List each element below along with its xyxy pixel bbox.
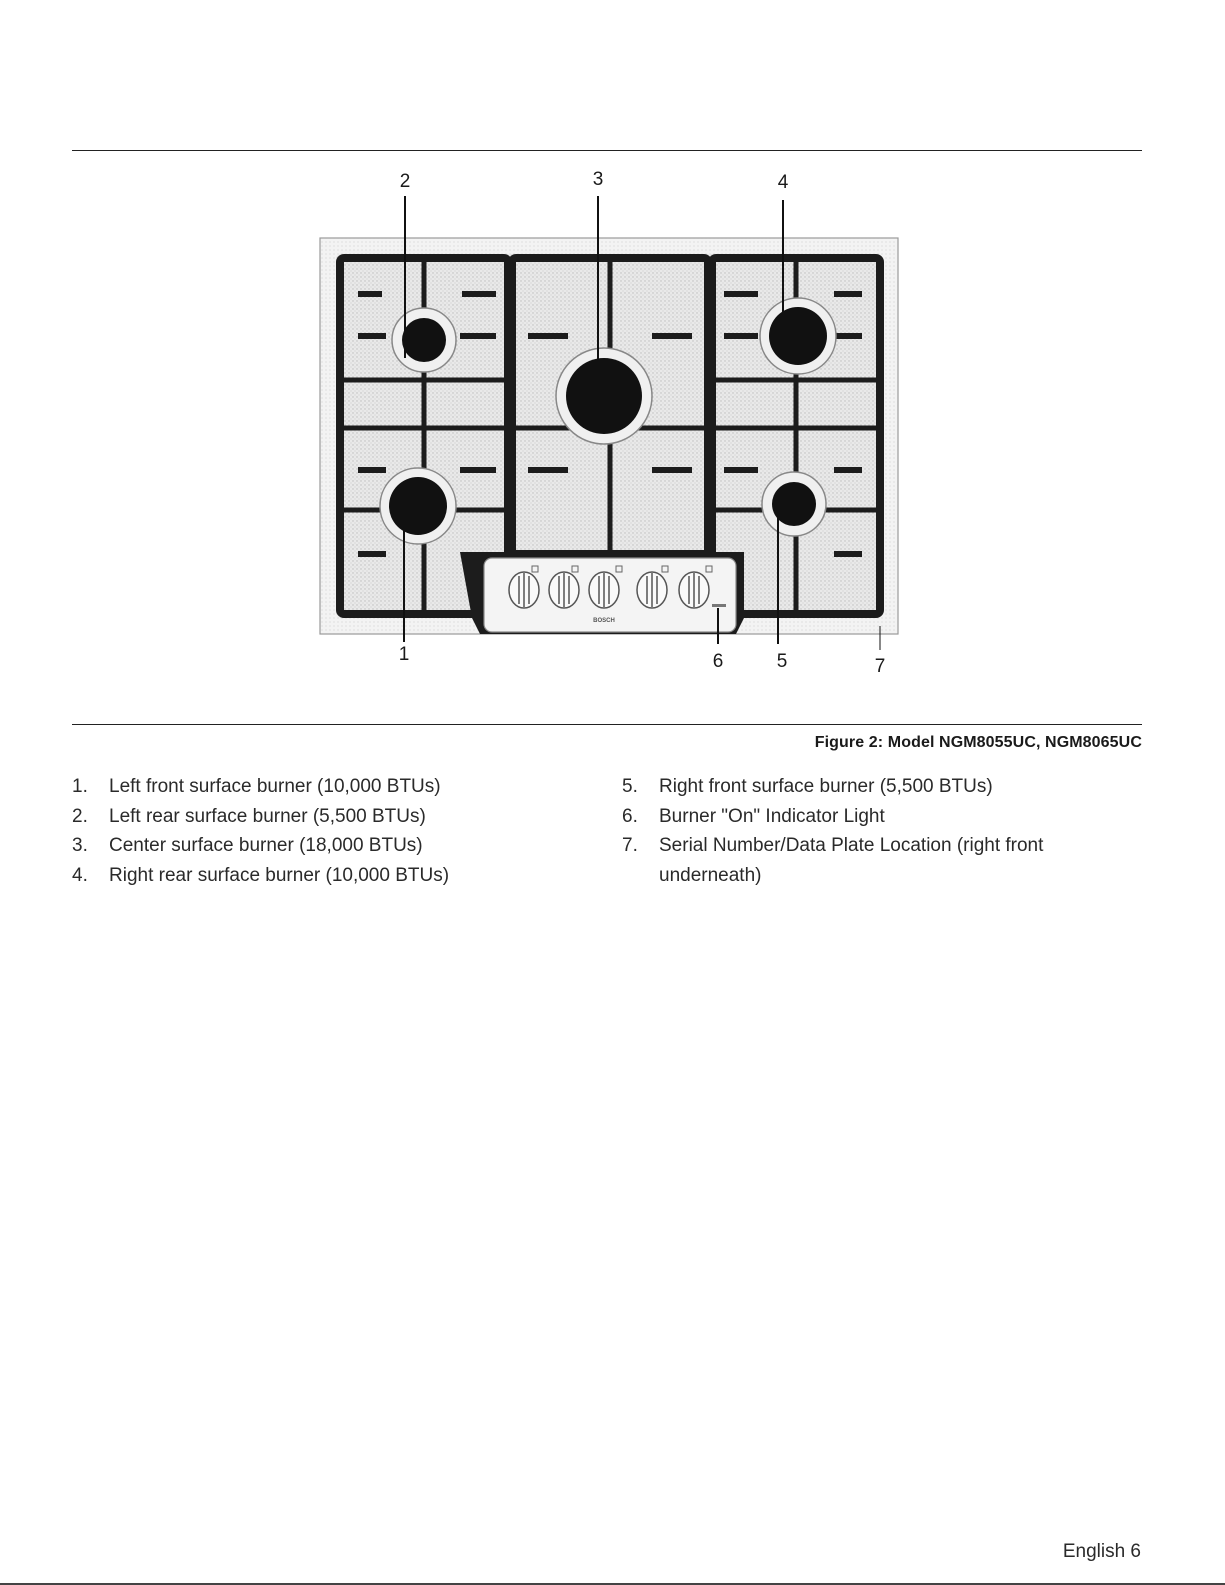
legend-item: 3. Center surface burner (18,000 BTUs)	[72, 831, 592, 861]
legend-item: 6. Burner "On" Indicator Light	[622, 802, 1102, 832]
callout-3: 3	[593, 169, 604, 190]
callout-1: 1	[399, 644, 410, 665]
knob-indicator-icons	[531, 565, 713, 573]
legend-number: 5.	[622, 776, 638, 797]
legend-number: 1.	[72, 776, 88, 797]
on-indicator-light	[712, 604, 726, 607]
legend-item: 5. Right front surface burner (5,500 BTU…	[622, 772, 1102, 802]
legend-item: 7. Serial Number/Data Plate Location (ri…	[622, 831, 1102, 890]
control-knob-3	[588, 571, 620, 609]
page-footer-label: English 6	[1062, 1541, 1141, 1562]
top-rule	[72, 150, 1142, 151]
burner-right-rear	[759, 297, 837, 375]
callout-6: 6	[713, 651, 724, 672]
legend-number: 2.	[72, 805, 88, 827]
control-knob-4	[636, 571, 668, 609]
callout-leaders	[403, 196, 881, 650]
brand-logo: BOSCH	[593, 618, 615, 624]
page-bottom-edge	[0, 1583, 1225, 1585]
burner-right-front	[761, 471, 827, 537]
legend-text: Burner "On" Indicator Light	[659, 805, 885, 827]
callout-5: 5	[777, 651, 788, 672]
legend-item: 2. Left rear surface burner (5,500 BTUs)	[72, 802, 592, 832]
callout-4: 4	[778, 172, 789, 193]
legend-list-right: 5. Right front surface burner (5,500 BTU…	[622, 772, 1102, 890]
figure-caption: Figure 2: Model NGM8055UC, NGM8065UC	[814, 734, 1142, 751]
legend-number: 4.	[72, 864, 88, 886]
burner-center	[555, 347, 653, 445]
bottom-rule	[72, 724, 1142, 725]
legend-number: 7.	[622, 835, 638, 856]
legend-item: 1. Left front surface burner (10,000 BTU…	[72, 772, 592, 802]
grate-right	[708, 254, 884, 618]
burner-left-front	[379, 467, 457, 545]
control-knob-5	[678, 571, 710, 609]
control-knobs	[508, 571, 710, 609]
legend-number: 6.	[622, 805, 638, 827]
callout-7: 7	[875, 656, 886, 677]
callout-2: 2	[400, 171, 411, 192]
legend-list-left: 1. Left front surface burner (10,000 BTU…	[72, 772, 592, 890]
cooktop-figure: BOSCH 2 3 4 1 6 5 7	[300, 160, 920, 680]
control-knob-2	[548, 571, 580, 609]
legend-text: Right rear surface burner (10,000 BTUs)	[109, 864, 450, 886]
legend-number: 3.	[72, 835, 88, 856]
legend-text: Left front surface burner (10,000 BTUs)	[109, 776, 441, 797]
burner-left-rear	[391, 307, 457, 373]
cooktop-illustration: BOSCH 2 3 4 1 6 5 7	[319, 169, 899, 677]
legend-text: Center surface burner (18,000 BTUs)	[109, 835, 423, 856]
legend-text: Left rear surface burner (5,500 BTUs)	[109, 805, 426, 827]
legend-text: Right front surface burner (5,500 BTUs)	[659, 776, 993, 797]
legend-item: 4. Right rear surface burner (10,000 BTU…	[72, 861, 592, 891]
control-knob-1	[508, 571, 540, 609]
legend-text: Serial Number/Data Plate Location (right…	[659, 835, 1044, 886]
